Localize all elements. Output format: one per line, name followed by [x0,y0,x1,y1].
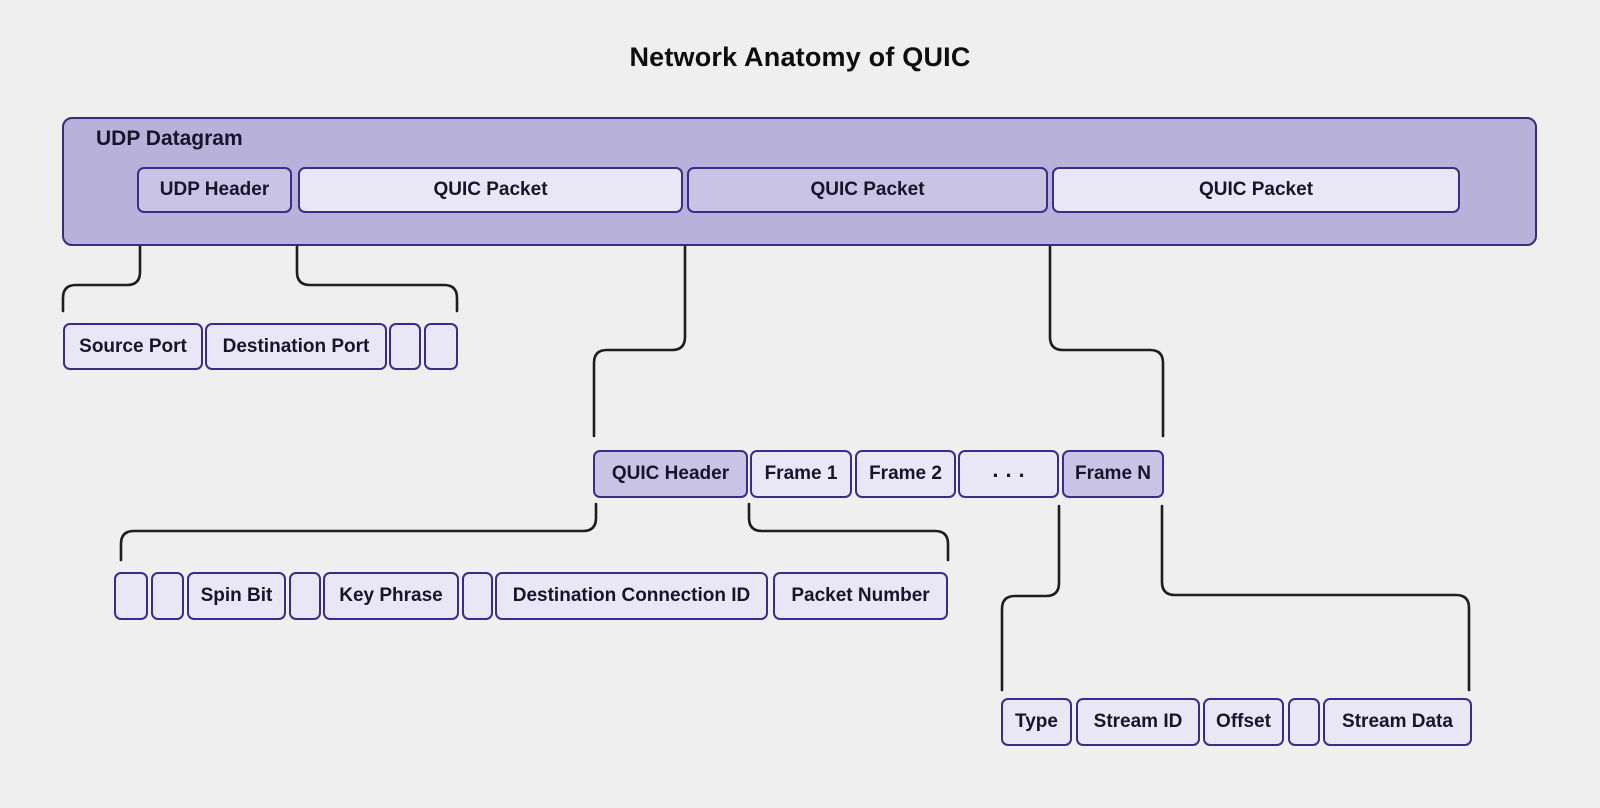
spin-bit-box: Spin Bit [187,572,286,620]
stream-data-box: Stream Data [1323,698,1472,746]
connector-quic-packet-right [1048,224,1165,438]
quic-packet-3-box: QUIC Packet [1052,167,1460,213]
quic-packet-2-box: QUIC Packet [687,167,1048,213]
empty-field-box [289,572,321,620]
connector-quic-packet-left [592,224,687,438]
frames-ellipsis-box: ... [958,450,1059,498]
empty-field-box [462,572,493,620]
key-phrase-box: Key Phrase [323,572,459,620]
empty-field-box [151,572,184,620]
frame-1-box: Frame 1 [750,450,852,498]
destination-port-box: Destination Port [205,323,387,370]
stream-id-box: Stream ID [1076,698,1200,746]
connector-quic-header-left [119,502,598,562]
source-port-box: Source Port [63,323,203,370]
frame-n-box: Frame N [1062,450,1164,498]
connector-quic-header-right [747,502,950,562]
connector-frame-n-left [1000,504,1061,692]
connector-frame-n-right [1160,504,1471,692]
empty-field-box [114,572,148,620]
quic-packet-1-box: QUIC Packet [298,167,683,213]
empty-field-box [389,323,421,370]
frame-2-box: Frame 2 [855,450,956,498]
udp-datagram-label: UDP Datagram [96,127,243,150]
offset-box: Offset [1203,698,1284,746]
empty-field-box [1288,698,1320,746]
type-box: Type [1001,698,1072,746]
udp-header-box: UDP Header [137,167,292,213]
destination-connection-id-box: Destination Connection ID [495,572,768,620]
quic-header-box: QUIC Header [593,450,748,498]
empty-field-box [424,323,458,370]
packet-number-box: Packet Number [773,572,948,620]
diagram-title: Network Anatomy of QUIC [629,42,971,72]
